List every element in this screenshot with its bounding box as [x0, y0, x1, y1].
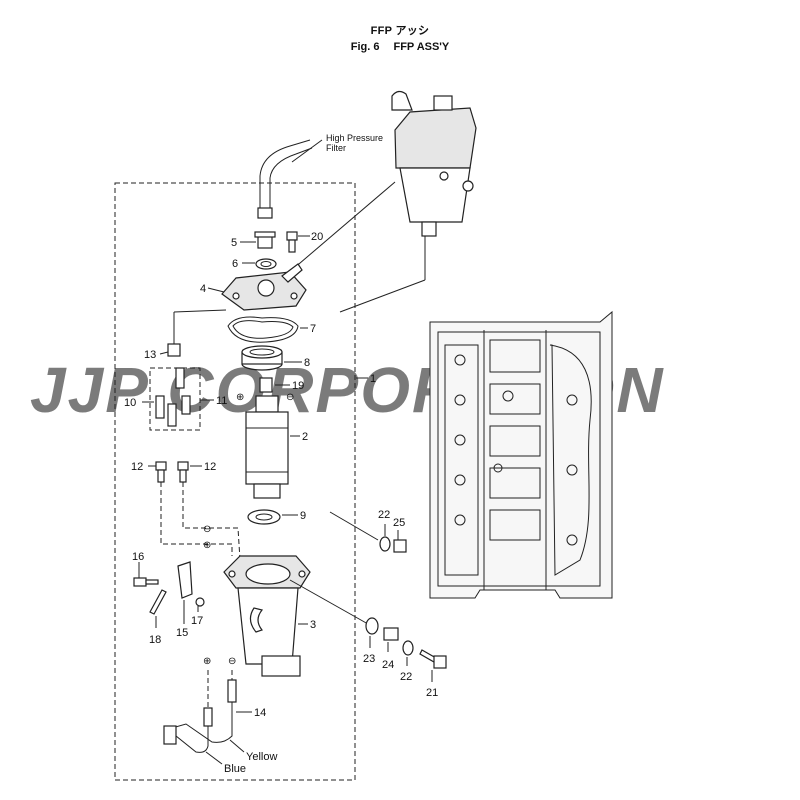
callout-10: 10 [124, 397, 136, 409]
part-2-fuel-pump [245, 395, 289, 499]
polarity-minus-top: ⊖ [286, 392, 294, 403]
part-6-o-ring [255, 258, 277, 270]
part-20-bolt [286, 231, 298, 253]
callout-12-right: 12 [204, 461, 216, 473]
part-25-bushing [393, 539, 407, 553]
callout-20: 20 [311, 231, 323, 243]
callout-19: 19 [292, 380, 304, 392]
callout-9: 9 [300, 510, 306, 522]
callout-6: 6 [232, 258, 238, 270]
callout-13: 13 [144, 349, 156, 361]
callout-1: 1 [370, 373, 376, 385]
part-3-pump-housing [223, 555, 311, 677]
part-16-bolt [133, 577, 159, 587]
callout-22-lower: 22 [400, 671, 412, 683]
wire-blue-label: Blue [224, 763, 246, 775]
part-23-grommet [365, 617, 379, 635]
callout-22-upper: 22 [378, 509, 390, 521]
part-22-washer-upper [379, 536, 391, 552]
figure-number: Fig. 6 [350, 41, 380, 53]
figure-title: FFP ASS'Y [393, 41, 450, 53]
part-11-connector [175, 367, 191, 415]
part-24-collar [383, 627, 399, 641]
callout-14: 14 [254, 707, 266, 719]
part-17-washer [195, 597, 205, 607]
part-12-terminal-right [177, 461, 189, 483]
part-9-seal [247, 509, 281, 525]
callout-25: 25 [393, 517, 405, 529]
part-4-pump-cover [221, 263, 307, 311]
callout-24: 24 [382, 659, 394, 671]
high-pressure-filter-label-2: Filter [326, 143, 346, 153]
callout-11: 11 [216, 395, 227, 407]
callout-8: 8 [304, 357, 310, 369]
callout-15: 15 [176, 627, 188, 639]
part-13-clip [167, 343, 181, 357]
part-8-retaining-ring [241, 345, 283, 371]
callout-21: 21 [426, 687, 438, 699]
callout-18: 18 [149, 634, 161, 646]
wire-route-right [182, 482, 241, 561]
assembly-boundary [114, 182, 356, 781]
polarity-plus-mid: ⊕ [203, 540, 211, 551]
part-19-damper [259, 377, 273, 393]
title-block: FFP アッシ Fig. 6 FFP ASS'Y [0, 22, 800, 53]
engine-block [429, 310, 613, 599]
callout-17: 17 [191, 615, 203, 627]
part-15-bracket [177, 561, 193, 599]
part-10-connector [155, 395, 177, 427]
wire-route-left [160, 482, 233, 556]
polarity-plus-top: ⊕ [236, 392, 244, 403]
polarity-minus-mid: ⊖ [203, 524, 211, 535]
callout-3: 3 [310, 619, 316, 631]
polarity-minus-bottom: ⊖ [228, 656, 236, 667]
connector-group-box [149, 367, 201, 431]
title-japanese: FFP アッシ [370, 25, 430, 37]
part-7-gasket [227, 316, 299, 343]
part-18-strap [149, 589, 167, 615]
part-22-washer-lower [402, 640, 414, 656]
high-pressure-filter [391, 90, 477, 237]
callout-12-left: 12 [131, 461, 143, 473]
polarity-plus-bottom: ⊕ [203, 656, 211, 667]
part-14-wire-harness [163, 679, 237, 753]
callout-5: 5 [231, 237, 237, 249]
wire-yellow-label: Yellow [246, 751, 277, 763]
callout-2: 2 [302, 431, 308, 443]
callout-16: 16 [132, 551, 144, 563]
figure-caption: Fig. 6 FFP ASS'Y [0, 41, 800, 53]
part-21-bolt [419, 649, 447, 669]
callout-7: 7 [310, 323, 316, 335]
callout-23: 23 [363, 653, 375, 665]
high-pressure-filter-label-1: High Pressure [326, 133, 383, 143]
part-5-connector [254, 231, 276, 249]
part-12-terminal-left [155, 461, 167, 483]
callout-4: 4 [200, 283, 206, 295]
